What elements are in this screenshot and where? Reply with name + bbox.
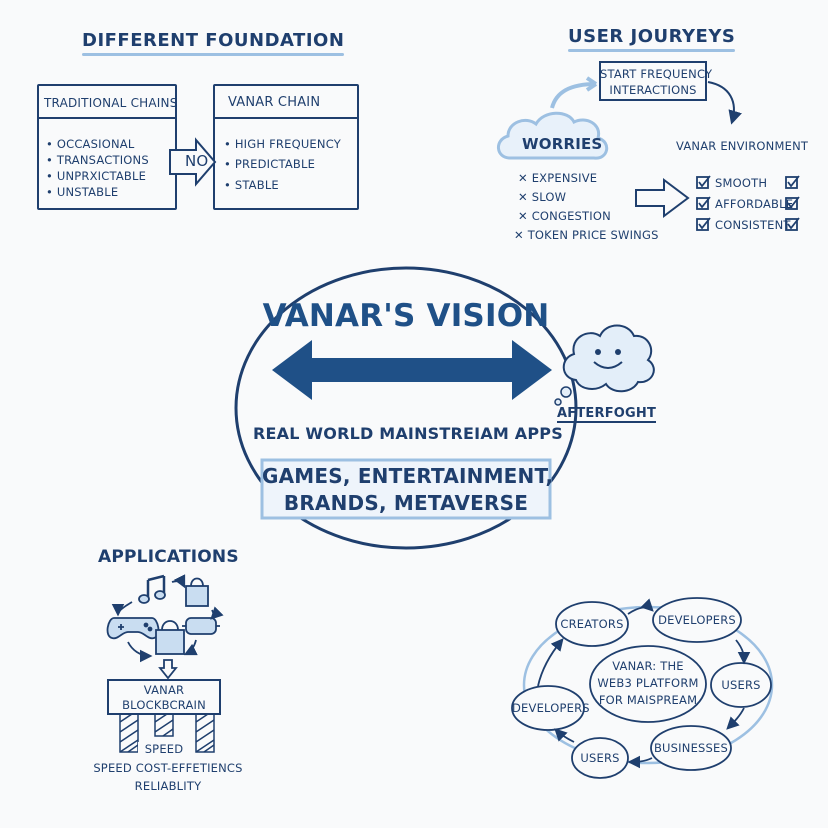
vanar-chain-item: • STABLE — [224, 178, 279, 192]
ecosystem-center-line: FOR MAISPREAM — [598, 693, 698, 707]
vr-headset-icon — [182, 617, 220, 635]
traditional-item: • TRANSACTIONS — [46, 153, 149, 167]
pillars — [119, 713, 215, 753]
blockchain-box — [107, 679, 221, 715]
journeys-title: USER JOURYEYS — [568, 26, 735, 52]
down-arrow-to-env — [707, 81, 742, 125]
vision-subtitle: REAL WORLD MAINSTREIAM APPS — [253, 424, 563, 443]
vanar-chain-box — [213, 84, 359, 210]
applications-caption: RELIABLITY — [134, 779, 202, 793]
traditional-item: • OCCASIONAL — [46, 137, 135, 151]
env-title: VANAR ENVIRONMENT — [676, 139, 809, 153]
foundation-diagram — [37, 84, 359, 210]
vision-diagram — [234, 266, 655, 550]
env-item: AFFORDABLE — [715, 197, 794, 211]
vision-circle — [234, 266, 578, 550]
vision-title: VANAR'S VISION — [262, 298, 550, 334]
ecosystem-center-line: VANAR: THE — [612, 659, 684, 673]
applications-caption: SPEED COST-EFFETIENCS — [93, 761, 243, 775]
shopping-bag-icon — [185, 577, 209, 607]
node-businesses — [650, 725, 732, 771]
ecosystem-node-label: DEVELOPERS — [512, 701, 590, 715]
big-right-arrow-icon — [635, 178, 690, 218]
worry-item: ✕ SLOW — [518, 190, 567, 204]
journeys-diagram — [497, 61, 800, 231]
blockchain-line: BLOCKBCRAIN — [122, 698, 206, 712]
ecosystem-diagram — [511, 597, 774, 779]
vision-box-line: GAMES, ENTERTAINMENT, — [262, 464, 554, 488]
foundation-title: DIFFERENT FOUNDATION — [82, 30, 344, 56]
start-box — [599, 61, 707, 101]
traditional-chains-box — [37, 84, 177, 210]
start-line: START FREQUENCY — [600, 67, 713, 81]
node-developers-top — [652, 597, 742, 643]
node-creators — [555, 601, 629, 647]
vanar-chain-item: • PREDICTABLE — [224, 157, 316, 171]
music-note-icon — [138, 574, 166, 604]
env-item: CONSISTENT — [715, 218, 791, 232]
gamepad-icon — [106, 617, 160, 640]
center-node — [589, 645, 707, 723]
worry-item: ✕ CONGESTION — [518, 209, 611, 223]
worries-cloud-icon — [497, 111, 609, 160]
curved-arrow-icon — [550, 82, 597, 109]
applications-title: APPLICATIONS — [98, 547, 239, 567]
node-developers-left — [511, 685, 585, 731]
ecosystem-center-line: WEB3 PLATFORM — [597, 676, 699, 690]
start-line: INTERACTIONS — [609, 83, 697, 97]
shopping-bag-icon — [155, 620, 185, 655]
env-checkboxes — [696, 175, 800, 231]
applications-diagram — [106, 574, 224, 753]
ecosystem-node-label: DEVELOPERS — [658, 613, 736, 627]
double-arrow-icon — [272, 340, 552, 400]
ecosystem-node-label: BUSINESSES — [653, 741, 729, 755]
worry-item: ✕ EXPENSIVE — [518, 171, 598, 185]
vision-box — [260, 458, 552, 520]
worry-item: ✕ TOKEN PRICE SWINGS — [514, 228, 659, 242]
foundation-arrow-label: NO — [185, 152, 209, 170]
worries-title: WORRIES — [522, 135, 603, 153]
pillar-label: SPEED — [138, 742, 190, 756]
down-arrow-icon — [158, 659, 178, 680]
env-item: SMOOTH — [715, 176, 768, 190]
traditional-item: • UNSTABLE — [46, 185, 119, 199]
traditional-chains-title: TRADITIONAL CHAINS — [44, 96, 178, 110]
ecosystem-node-label: USERS — [580, 751, 620, 765]
vanar-chain-item: • HIGH FREQUENCY — [224, 137, 341, 151]
vision-box-line: BRANDS, METAVERSE — [283, 491, 529, 515]
thought-cloud-icon — [554, 324, 655, 406]
blockchain-line: VANAR — [143, 683, 185, 697]
foundation-arrow — [169, 137, 217, 187]
ecosystem-node-label: CREATORS — [560, 617, 624, 631]
thought-label: AFTERFOGHT — [557, 406, 657, 423]
ecosystem-node-label: USERS — [721, 678, 761, 692]
traditional-item: • UNPRXICTABLE — [46, 169, 147, 183]
vanar-chain-title: VANAR CHAIN — [228, 95, 321, 110]
